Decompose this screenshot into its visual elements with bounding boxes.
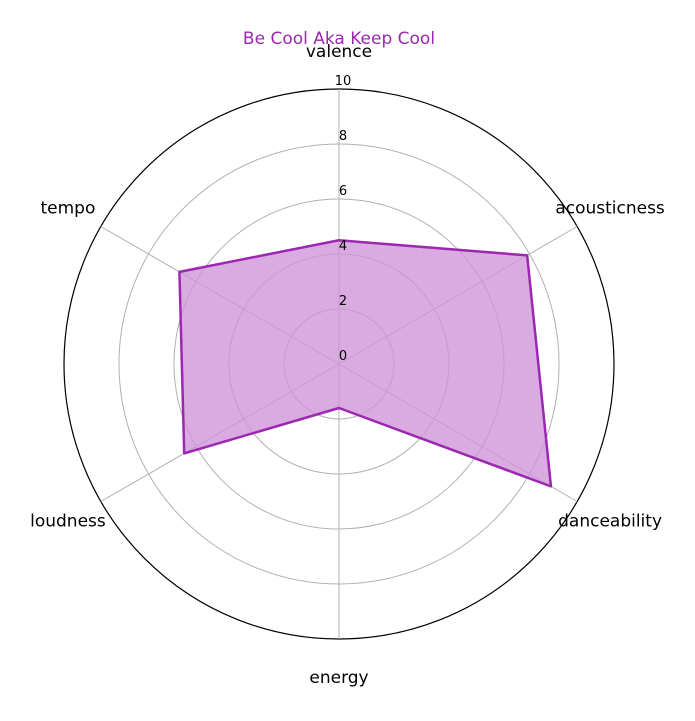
axis-labels: valence acousticness danceability energy lou… bbox=[30, 42, 665, 688]
axis-label-loudness: loudness bbox=[30, 512, 106, 532]
axis-label-acousticness: acousticness bbox=[555, 199, 665, 219]
tick-label-2: 2 bbox=[339, 294, 347, 309]
axis-label-danceability: danceability bbox=[558, 512, 662, 532]
axis-label-tempo: tempo bbox=[40, 199, 95, 219]
radial-ticks: 0 2 4 6 8 10 bbox=[335, 74, 352, 364]
tick-label-6: 6 bbox=[339, 184, 347, 199]
axis-label-energy: energy bbox=[309, 668, 368, 688]
axis-label-valence: valence bbox=[306, 42, 372, 62]
tick-label-4: 4 bbox=[339, 239, 347, 254]
chart-title: Be Cool Aka Keep Cool bbox=[243, 29, 435, 49]
tick-label-0: 0 bbox=[339, 349, 347, 364]
series-layer bbox=[178, 239, 553, 488]
tick-label-10: 10 bbox=[335, 74, 352, 89]
series-polygon bbox=[178, 239, 553, 488]
tick-label-8: 8 bbox=[339, 129, 347, 144]
